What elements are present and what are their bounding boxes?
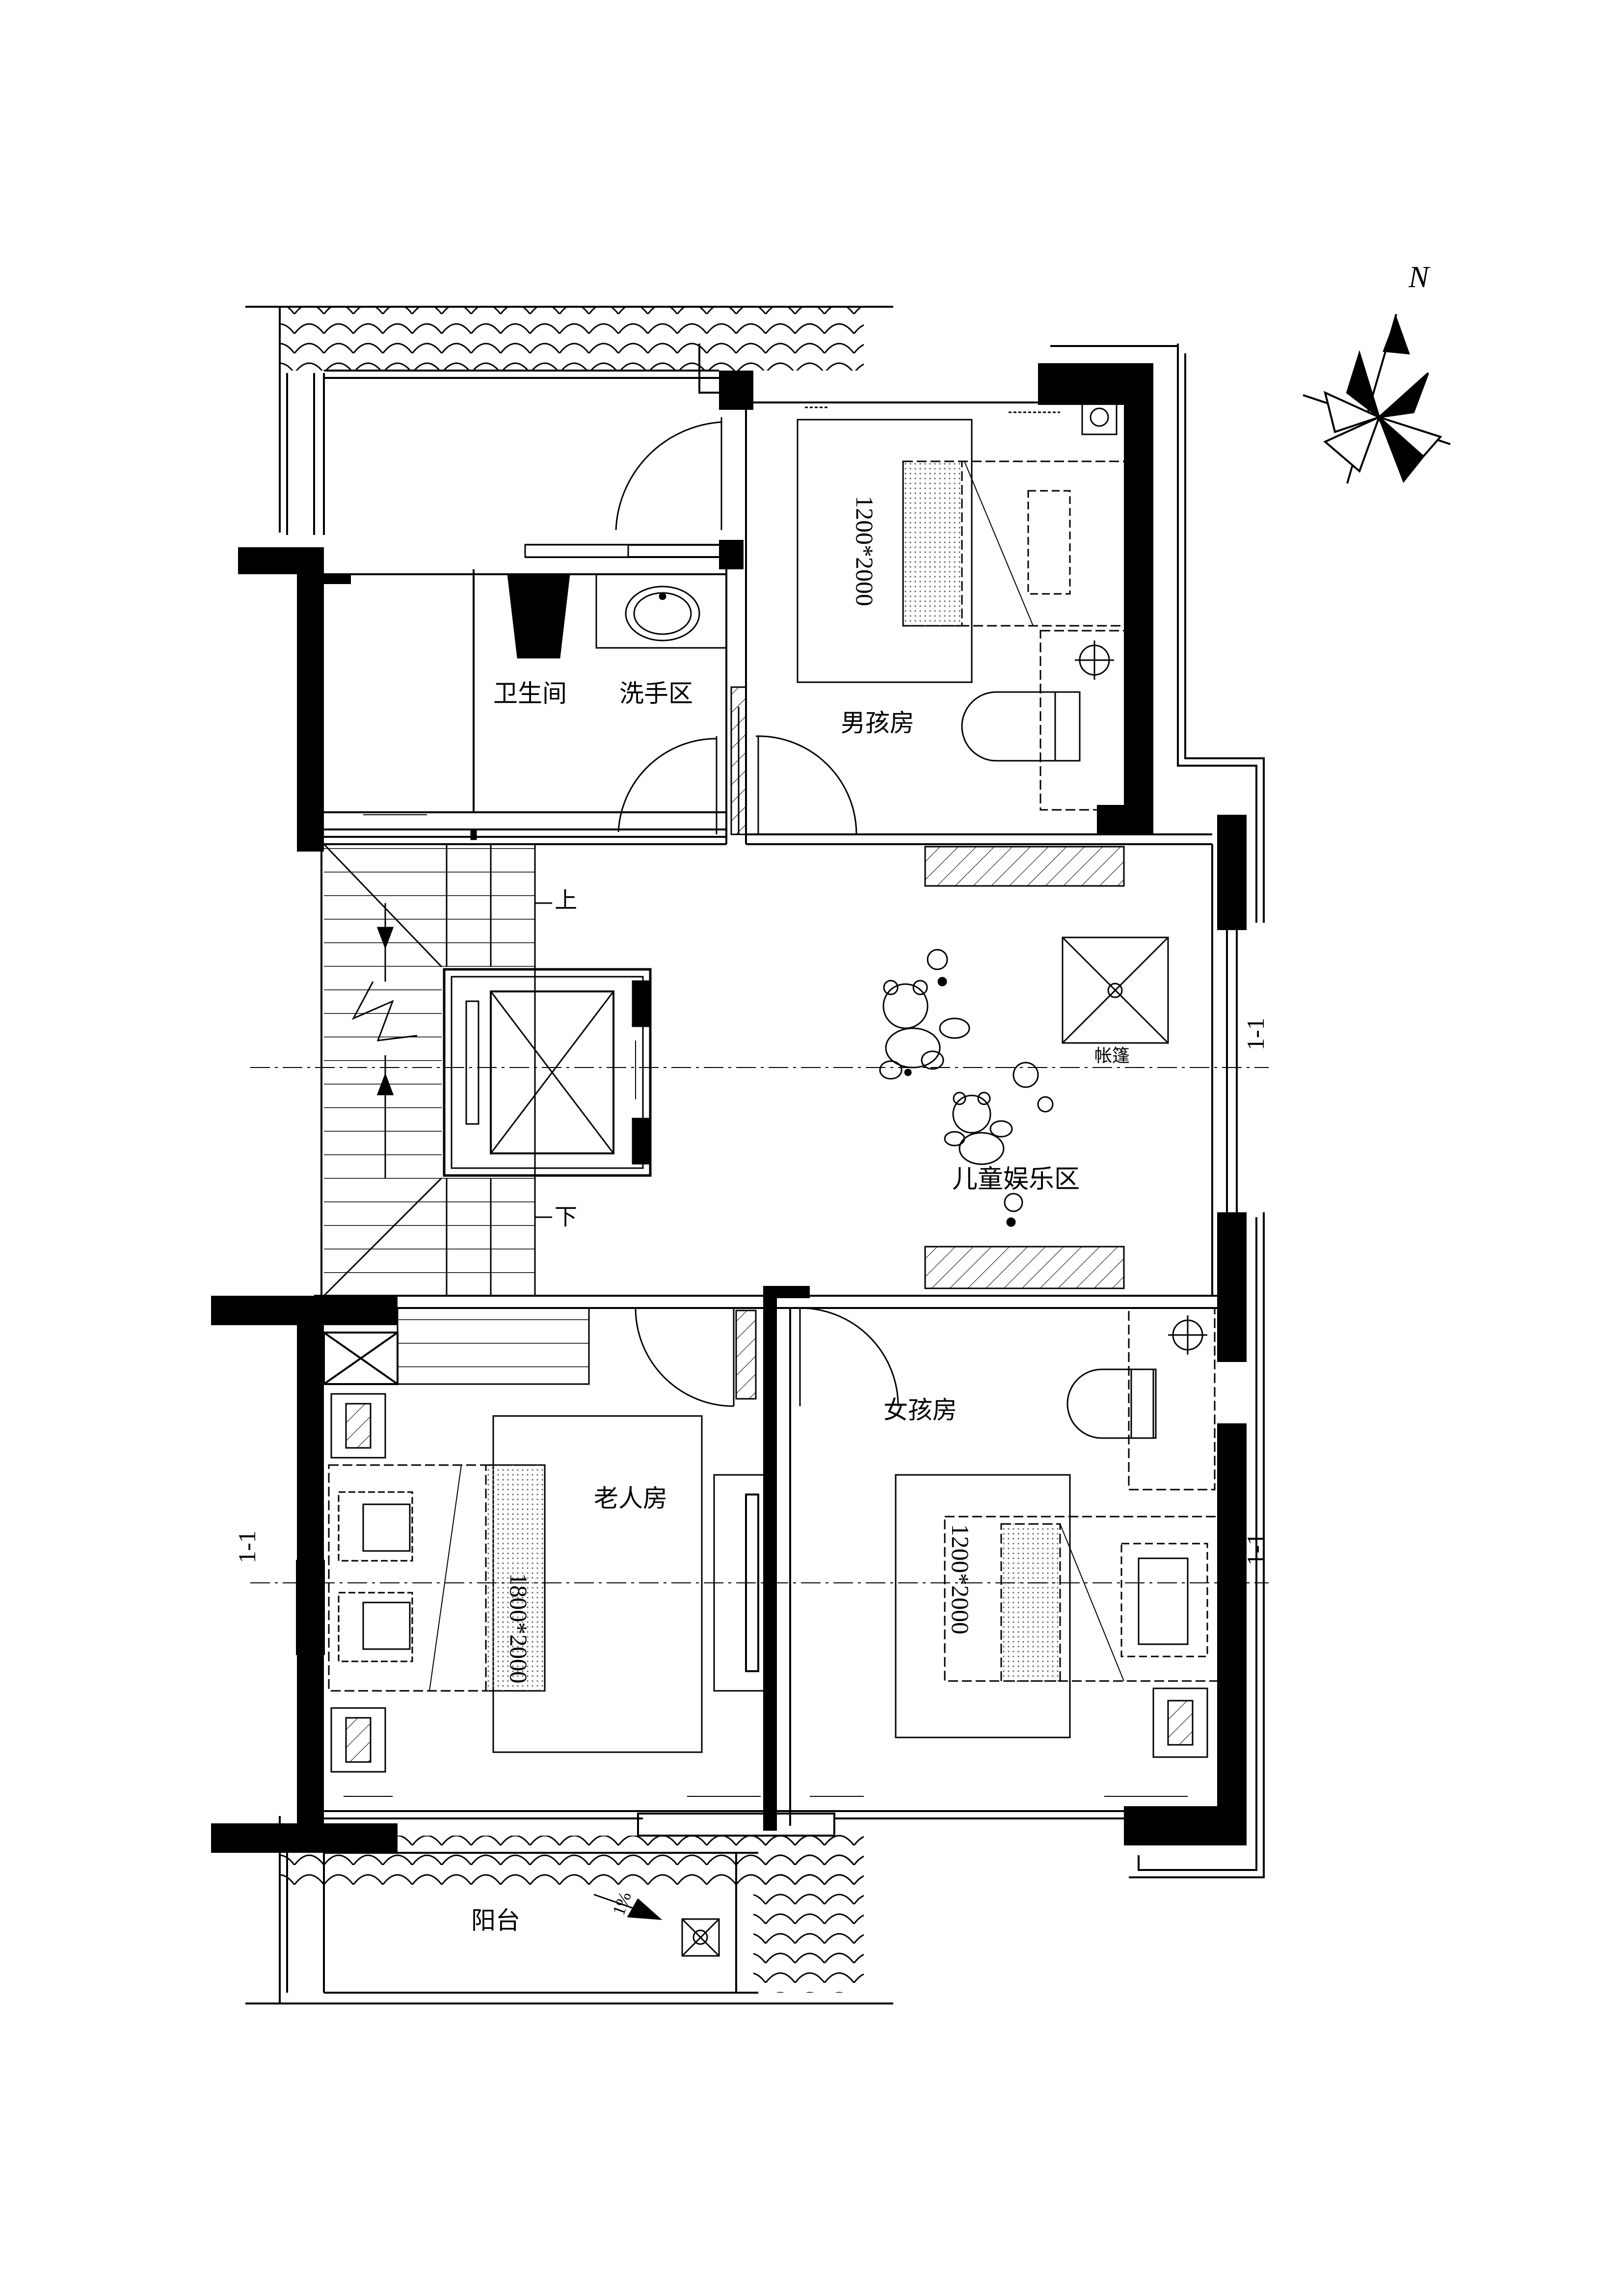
room-label-elder-room: 老人房 <box>594 1484 667 1513</box>
room-label-balcony: 阳台 <box>471 1906 520 1935</box>
compass-icon <box>1303 314 1451 484</box>
stair-up-label: 上 <box>555 887 577 913</box>
section-lines <box>250 1067 1269 1583</box>
room-label-boy-room: 男孩房 <box>841 709 914 737</box>
room-label-tent: 帐篷 <box>1094 1046 1130 1066</box>
section-mark-right-top: 1-1 <box>1242 1017 1269 1050</box>
teddy-bear-icon <box>944 1092 1013 1165</box>
play-area-items <box>879 846 1169 1289</box>
labels: 卫生间 洗手区 男孩房 儿童娱乐区 帐篷 老人房 女孩房 阳台 上 下 1200… <box>233 261 1431 1935</box>
room-label-play-area: 儿童娱乐区 <box>952 1165 1080 1194</box>
ball-icon <box>1012 1062 1039 1088</box>
stair-down-label: 下 <box>555 1203 577 1230</box>
section-mark-right-bottom: 1-1 <box>1242 1533 1269 1566</box>
roof-tiles <box>245 306 893 2004</box>
bed-size-boy: 1200*2000 <box>851 496 879 606</box>
bed-size-elder: 1800*2000 <box>505 1573 532 1683</box>
room-label-girl-room: 女孩房 <box>883 1396 957 1424</box>
teddy-bear-icon <box>879 980 970 1080</box>
ball-icon <box>1037 1096 1054 1113</box>
staircase <box>323 843 653 1297</box>
bathroom-fixtures <box>363 544 727 840</box>
section-mark-left: 1-1 <box>233 1530 261 1563</box>
compass-north-label: N <box>1408 261 1431 294</box>
bed-size-girl: 1200*2000 <box>947 1524 974 1634</box>
room-label-wash-area: 洗手区 <box>619 679 693 708</box>
elevator <box>443 968 652 1177</box>
ball-icon <box>927 949 948 970</box>
doors <box>615 417 899 1407</box>
room-label-bathroom: 卫生间 <box>493 679 567 708</box>
boy-room-furniture <box>797 399 1130 811</box>
elder-room-furniture <box>328 1307 769 1797</box>
balcony-drain <box>593 1894 720 1957</box>
girl-room-furniture <box>810 1307 1221 1797</box>
ball-icon <box>1004 1193 1023 1212</box>
